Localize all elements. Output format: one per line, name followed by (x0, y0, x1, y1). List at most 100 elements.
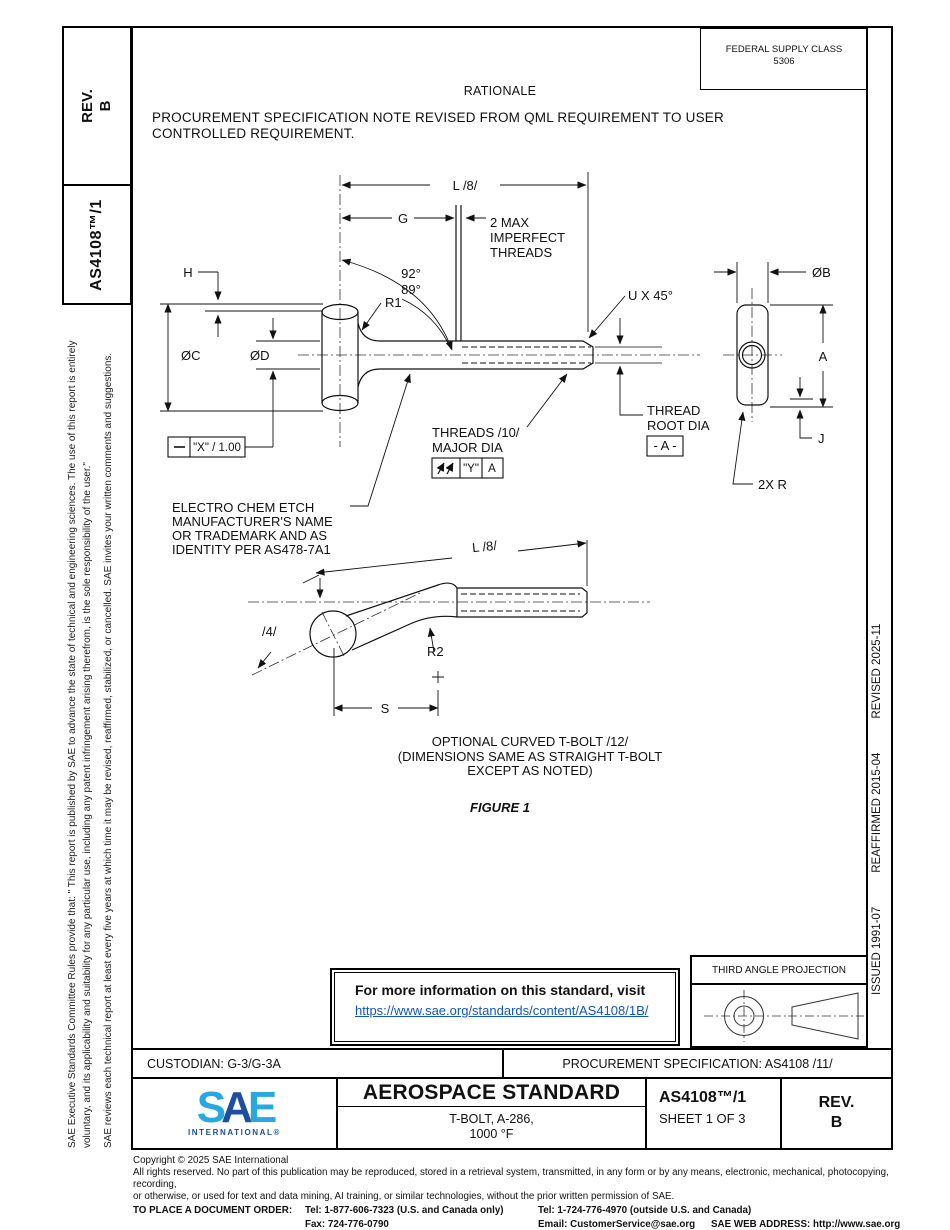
more-info-text: For more information on this standard, v… (355, 982, 646, 998)
reaffirmed-date: REAFFIRMED 2015-04 (871, 752, 883, 873)
sae-logo: SAE (197, 1085, 278, 1129)
drawing-labels: L /8/ G 2 MAX IMPERFECT THREADS 92° 89° … (172, 178, 831, 716)
subtitle-line-1: T-BOLT, A-286, (449, 1112, 534, 1127)
sae-logo-s: S (196, 1082, 226, 1132)
doc-number-label: AS4108™/1 (88, 198, 106, 291)
rev-box-label: REV. B (78, 89, 114, 123)
label-thread-root-2: ROOT DIA (647, 418, 710, 433)
order-row-2: Fax: 724-776-0790 Email: CustomerService… (133, 1219, 923, 1230)
label-datum-A: - A - (653, 438, 676, 453)
revision-value: B (830, 1114, 843, 1132)
sae-logo-e: E (247, 1082, 277, 1132)
label-dia-C: ØC (181, 348, 201, 363)
federal-supply-class-box: FEDERAL SUPPLY CLASS 5306 (700, 28, 868, 90)
label-dia-D: ØD (250, 348, 270, 363)
doc-number-box: AS4108™/1 (62, 184, 132, 305)
sae-logo-subtext: INTERNATIONAL® (187, 1127, 282, 1137)
figure-1-label: FIGURE 1 (470, 800, 530, 815)
custodian-text: CUSTODIAN: G-3/G-3A (147, 1056, 281, 1071)
label-imperfect-2: IMPERFECT (490, 230, 565, 245)
custodian-row: CUSTODIAN: G-3/G-3A PROCUREMENT SPECIFIC… (131, 1048, 893, 1079)
copyright-footer: Copyright © 2025 SAE International All r… (133, 1155, 923, 1230)
revision-cell: REV. B (782, 1079, 891, 1149)
straight-tbolt-dimensions (160, 172, 643, 507)
standard-type-title: AEROSPACE STANDARD (338, 1079, 645, 1107)
end-view-dimensions (714, 262, 833, 485)
straight-tbolt-thread-root (462, 346, 662, 364)
fcf-straightness-frame (167, 436, 246, 458)
revised-date: REVISED 2025-11 (871, 623, 883, 719)
label-S: S (381, 701, 390, 716)
label-L: L /8/ (453, 178, 478, 193)
curved-tbolt-dimensions (257, 540, 588, 716)
rationale-heading: RATIONALE (463, 84, 537, 98)
label-R2: R2 (427, 644, 444, 659)
caption-line-2: (DIMENSIONS SAME AS STRAIGHT T-BOLT (397, 748, 663, 764)
label-thread-root-1: THREAD (647, 403, 700, 418)
more-info-box: For more information on this standard, v… (330, 968, 680, 1046)
standard-url-link[interactable]: https://www.sae.org/standards/content/AS… (355, 1003, 649, 1018)
disclaimer-paragraph-1: SAE Executive Standards Committee Rules … (67, 340, 93, 1148)
procurement-cell: PROCUREMENT SPECIFICATION: AS4108 /11/ (504, 1050, 891, 1077)
more-info-box-inner: For more information on this standard, v… (334, 972, 676, 1042)
fcf-runout-frame (431, 457, 504, 479)
label-H: H (183, 265, 192, 280)
fcf-runout-value: "Y" (463, 463, 479, 475)
label-R1: R1 (385, 295, 402, 310)
label-J: J (818, 431, 825, 446)
custodian-cell: CUSTODIAN: G-3/G-3A (133, 1050, 504, 1077)
standard-title-cell: AEROSPACE STANDARD T-BOLT, A-286, 1000 °… (338, 1078, 647, 1148)
label-L-curved: L /8/ (471, 538, 498, 556)
fcf-runout-datum: A (488, 463, 496, 475)
label-chamfer: U X 45° (628, 288, 673, 303)
tel-us: Tel: 1-877-606-7323 (U.S. and Canada onl… (305, 1205, 504, 1216)
straight-tbolt-centerlines (298, 175, 782, 447)
curved-tbolt-caption: OPTIONAL CURVED T-BOLT /12/ (DIMENSIONS … (340, 734, 720, 779)
sae-disclaimer: SAE Executive Standards Committee Rules … (66, 296, 128, 1148)
copyright-line: Copyright © 2025 SAE International (133, 1155, 289, 1166)
third-angle-projection-box: THIRD ANGLE PROJECTION (690, 955, 868, 1048)
label-bend-ref: /4/ (262, 624, 277, 639)
document-number: AS4108™/1 (659, 1088, 747, 1106)
order-row-1: TO PLACE A DOCUMENT ORDER: Tel: 1-877-60… (133, 1205, 923, 1219)
label-threads-2: MAJOR DIA (432, 440, 503, 455)
web-address: SAE WEB ADDRESS: http://www.sae.org (711, 1219, 901, 1230)
sae-logo-cell: SAE INTERNATIONAL® (133, 1078, 338, 1148)
label-threads-1: THREADS /10/ (432, 425, 520, 440)
subtitle-line-2: 1000 °F (469, 1127, 514, 1142)
third-angle-projection-symbol (704, 990, 864, 1042)
label-dia-B: ØB (812, 265, 831, 280)
order-label: TO PLACE A DOCUMENT ORDER: (133, 1205, 293, 1216)
curved-tbolt-centerlines (248, 591, 650, 676)
tbolt-end-view (736, 304, 769, 406)
sheet-number: SHEET 1 OF 3 (659, 1110, 746, 1126)
title-block: SAE INTERNATIONAL® AEROSPACE STANDARD T-… (131, 1076, 893, 1150)
rev-box: REV. B (62, 26, 132, 186)
label-imperfect-1: 2 MAX (490, 215, 529, 230)
sae-logo-a: A (221, 1082, 253, 1132)
curved-tbolt-outline (309, 582, 588, 658)
revision-column-divider (866, 28, 868, 1048)
fcf-straightness-value: "X" / 1.00 (193, 442, 241, 454)
rationale-note: PROCUREMENT SPECIFICATION NOTE REVISED F… (152, 110, 724, 141)
tel-intl: Tel: 1-724-776-4970 (outside U.S. and Ca… (538, 1205, 752, 1216)
fax: Fax: 724-776-0790 (305, 1219, 389, 1230)
label-2xR: 2X R (758, 477, 787, 492)
third-angle-projection-title: THIRD ANGLE PROJECTION (692, 957, 866, 985)
caption-line-3: EXCEPT AS NOTED) (467, 763, 593, 778)
label-A: A (819, 349, 828, 364)
label-etch-2: MANUFACTURER'S NAME (172, 514, 333, 529)
issued-date: ISSUED 1991-07 (871, 906, 883, 995)
fsc-title: FEDERAL SUPPLY CLASS (725, 44, 843, 55)
procurement-text: PROCUREMENT SPECIFICATION: AS4108 /11/ (562, 1056, 833, 1071)
revision-dates: ISSUED 1991-07 REAFFIRMED 2015-04 REVISE… (871, 565, 883, 995)
label-angle-92: 92° (401, 266, 421, 281)
datum-a-frame (646, 435, 684, 457)
fsc-code: 5306 (773, 56, 795, 67)
rights-line-1: All rights reserved. No part of this pub… (133, 1167, 889, 1190)
rights-line-2: or otherwise, or used for text and data … (133, 1191, 675, 1202)
label-etch-4: IDENTITY PER AS478-7A1 (172, 542, 331, 557)
curved-tbolt-thread-root (461, 593, 580, 612)
